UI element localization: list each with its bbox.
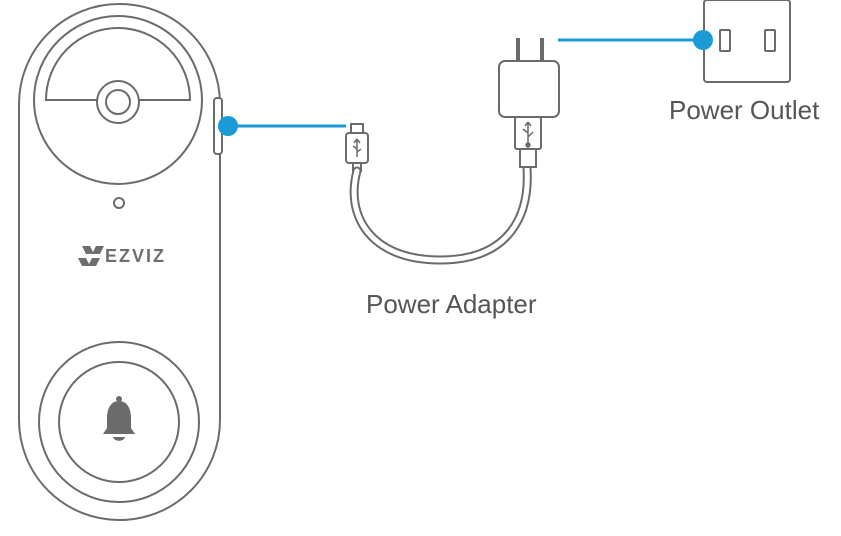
doorbell-connection [218,116,346,136]
camera-dome [33,15,203,185]
doorbell-button [58,361,180,483]
outlet-plate [703,0,791,83]
ezviz-logo-icon [78,246,104,266]
power-adapter [498,38,560,168]
doorbell-device [18,3,223,521]
doorbell-body [18,3,221,521]
camera-lens-cover [44,27,192,101]
micro-usb-plug [345,123,369,172]
usb-a-strain-relief [519,148,537,168]
light-sensor [113,197,125,209]
outlet-slot-left [719,29,731,52]
brand-label: EZVIZ [105,246,167,266]
power-adapter-label: Power Adapter [366,289,537,319]
bell-icon [103,396,135,441]
power-outlet [703,0,791,83]
adapter-body [498,60,560,118]
usb-symbol-icon [522,121,534,148]
camera-lens-outer [96,80,140,124]
doorbell-button-ring [38,341,200,503]
camera-lens-inner [105,89,131,115]
micro-usb-tip [350,123,364,134]
outlet-slot-right [764,29,776,52]
outlet-connection [558,30,713,50]
power-outlet-label: Power Outlet [669,95,820,125]
